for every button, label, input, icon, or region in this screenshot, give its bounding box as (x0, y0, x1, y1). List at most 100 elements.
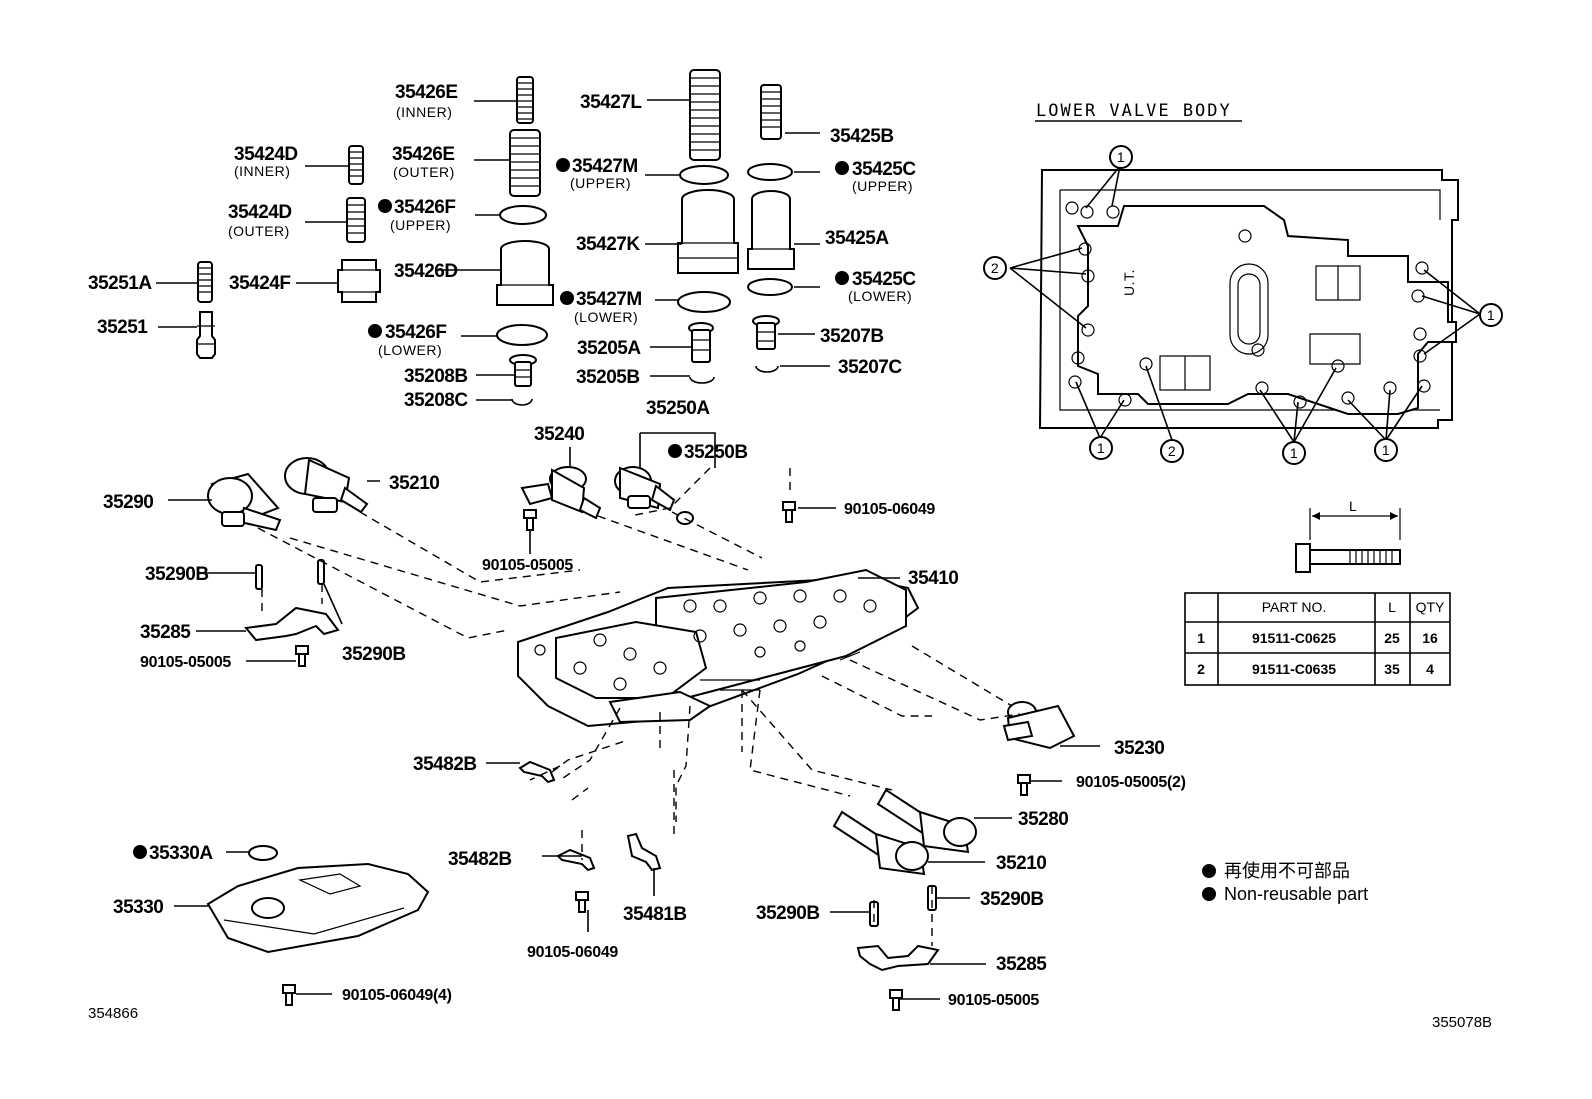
strainer-35330[interactable] (206, 862, 430, 954)
pin-35290b-left[interactable] (255, 564, 263, 590)
oring-35426f-lower[interactable] (496, 324, 548, 346)
bracket-35285-left[interactable] (244, 606, 340, 642)
label-35425c-upper-sub: (UPPER) (852, 178, 913, 194)
svg-text:1: 1 (1382, 442, 1390, 458)
table-cell: 4 (1426, 661, 1434, 677)
label-35290b-bottom1: 35290B (756, 903, 820, 924)
label-35290b-bottom2: 35290B (980, 889, 1044, 910)
sleeve-35427k[interactable] (677, 189, 739, 274)
sheet-number-right: 355078B (1432, 1014, 1492, 1031)
callout-2: 2 (1160, 439, 1184, 463)
svg-text:1: 1 (1487, 307, 1495, 323)
label-35208c: 35208C (404, 390, 468, 411)
label-35427m-lower: 35427M (576, 289, 642, 310)
solenoid-35280[interactable] (876, 788, 977, 854)
spring-35424d-outer[interactable] (346, 197, 366, 243)
table-cell: 91511-C0635 (1252, 661, 1336, 677)
label-90105-06049-bottom: 90105-06049 (527, 944, 618, 961)
bolt-90105-05005-2[interactable] (1017, 774, 1031, 796)
solenoid-35240[interactable] (520, 466, 602, 520)
pin-35290b-left2[interactable] (317, 559, 325, 585)
oring-35425c-upper[interactable] (747, 163, 793, 181)
legend-en: Non-reusable part (1224, 884, 1368, 904)
sleeve-35425a[interactable] (747, 190, 795, 270)
valve-stack-parts (196, 69, 795, 406)
plug-35205a[interactable] (688, 322, 714, 363)
solenoid-35250a[interactable] (614, 466, 676, 512)
label-35482b-bottom: 35482B (448, 849, 512, 870)
spring-35426e-inner[interactable] (516, 76, 534, 124)
plug-35424f[interactable] (337, 259, 381, 303)
oring-35427m-lower[interactable] (677, 291, 731, 313)
label-35285-left: 35285 (140, 622, 191, 643)
table-cell: 16 (1422, 630, 1438, 646)
oring-35330a[interactable] (248, 845, 278, 861)
bracket-35285-bottom[interactable] (856, 944, 940, 972)
label-35482b-top: 35482B (413, 754, 477, 775)
label-35481b: 35481B (623, 904, 687, 925)
solenoid-35290[interactable] (207, 472, 282, 532)
table-header-qty: QTY (1416, 599, 1445, 615)
label-35290b-left2: 35290B (342, 644, 406, 665)
bracket-35482b-top[interactable] (518, 760, 556, 784)
bolt-90105-05005-left[interactable] (295, 645, 309, 667)
bracket-35481b[interactable] (626, 832, 662, 872)
solenoid-35210-bottom[interactable] (832, 810, 929, 876)
nonreusable-mark (668, 444, 682, 458)
part-labels: 35426E (INNER) 35427L 35425B 35424D (INN… (88, 82, 1492, 1031)
table-cell: 35 (1384, 661, 1400, 677)
svg-text:2: 2 (1168, 443, 1176, 459)
label-35207b: 35207B (820, 326, 884, 347)
clip-35207c[interactable] (755, 365, 779, 373)
bolt-90105-06049-top[interactable] (782, 501, 796, 523)
label-35210-top: 35210 (389, 473, 439, 494)
valve-35251[interactable] (196, 311, 216, 359)
clip-35208c[interactable] (511, 398, 533, 406)
solenoid-35230[interactable] (1002, 701, 1076, 750)
bracket-35482b-bottom[interactable] (556, 848, 596, 872)
legend: 再使用不可部品 Non-reusable part (1202, 861, 1368, 904)
callout-1: 1 (1282, 441, 1306, 465)
label-35330: 35330 (113, 897, 163, 918)
table-header-part-no: PART NO. (1262, 599, 1327, 615)
label-35426f-upper: 35426F (394, 197, 455, 218)
label-35424d-inner-sub: (INNER) (234, 163, 290, 179)
solenoid-35210-top[interactable] (284, 457, 369, 514)
oring-35427m-upper[interactable] (679, 165, 729, 185)
bolt-90105-05005-bottom[interactable] (889, 989, 903, 1011)
lower-valve-body-plate[interactable]: U.T. (1038, 169, 1459, 429)
clip-35205b[interactable] (689, 376, 715, 384)
bolt-90105-06049-bottom[interactable] (575, 891, 589, 913)
spring-35426e-outer[interactable] (509, 129, 541, 197)
sleeve-35426d[interactable] (496, 240, 554, 306)
bolt-90105-05005-mid[interactable] (523, 509, 537, 531)
label-35240: 35240 (534, 424, 584, 445)
leader-lines (156, 99, 1100, 1000)
legend-jp: 再使用不可部品 (1224, 861, 1350, 881)
table-cell: 25 (1384, 630, 1400, 646)
svg-text:2: 2 (991, 260, 999, 276)
label-35424d-inner: 35424D (234, 144, 298, 165)
solenoids-and-body (206, 457, 1076, 1011)
label-35425c-lower-sub: (LOWER) (848, 288, 912, 304)
label-35426e-outer-sub: (OUTER) (393, 164, 455, 180)
bolt-90105-06049-4[interactable] (282, 984, 296, 1006)
legend-bullet (1202, 887, 1216, 901)
spring-35251a[interactable] (197, 261, 213, 303)
valve-body-35410[interactable] (517, 568, 920, 728)
spring-35427l[interactable] (689, 69, 721, 161)
label-35251: 35251 (97, 317, 148, 338)
label-35285-bottom: 35285 (996, 954, 1047, 975)
svg-text:1: 1 (1117, 149, 1125, 165)
oring-35425c-lower[interactable] (747, 278, 793, 296)
plug-35208b[interactable] (509, 354, 537, 387)
spring-35424d-inner[interactable] (348, 145, 364, 185)
label-35207c: 35207C (838, 357, 902, 378)
plug-35207b[interactable] (752, 315, 780, 350)
bolt-dimension-sketch: L (1295, 498, 1401, 573)
label-35426f-lower-sub: (LOWER) (378, 342, 442, 358)
spring-35425b[interactable] (760, 84, 782, 140)
oring-35426f-upper[interactable] (499, 205, 547, 225)
label-35205a: 35205A (577, 338, 641, 359)
label-35427m-lower-sub: (LOWER) (574, 309, 638, 325)
